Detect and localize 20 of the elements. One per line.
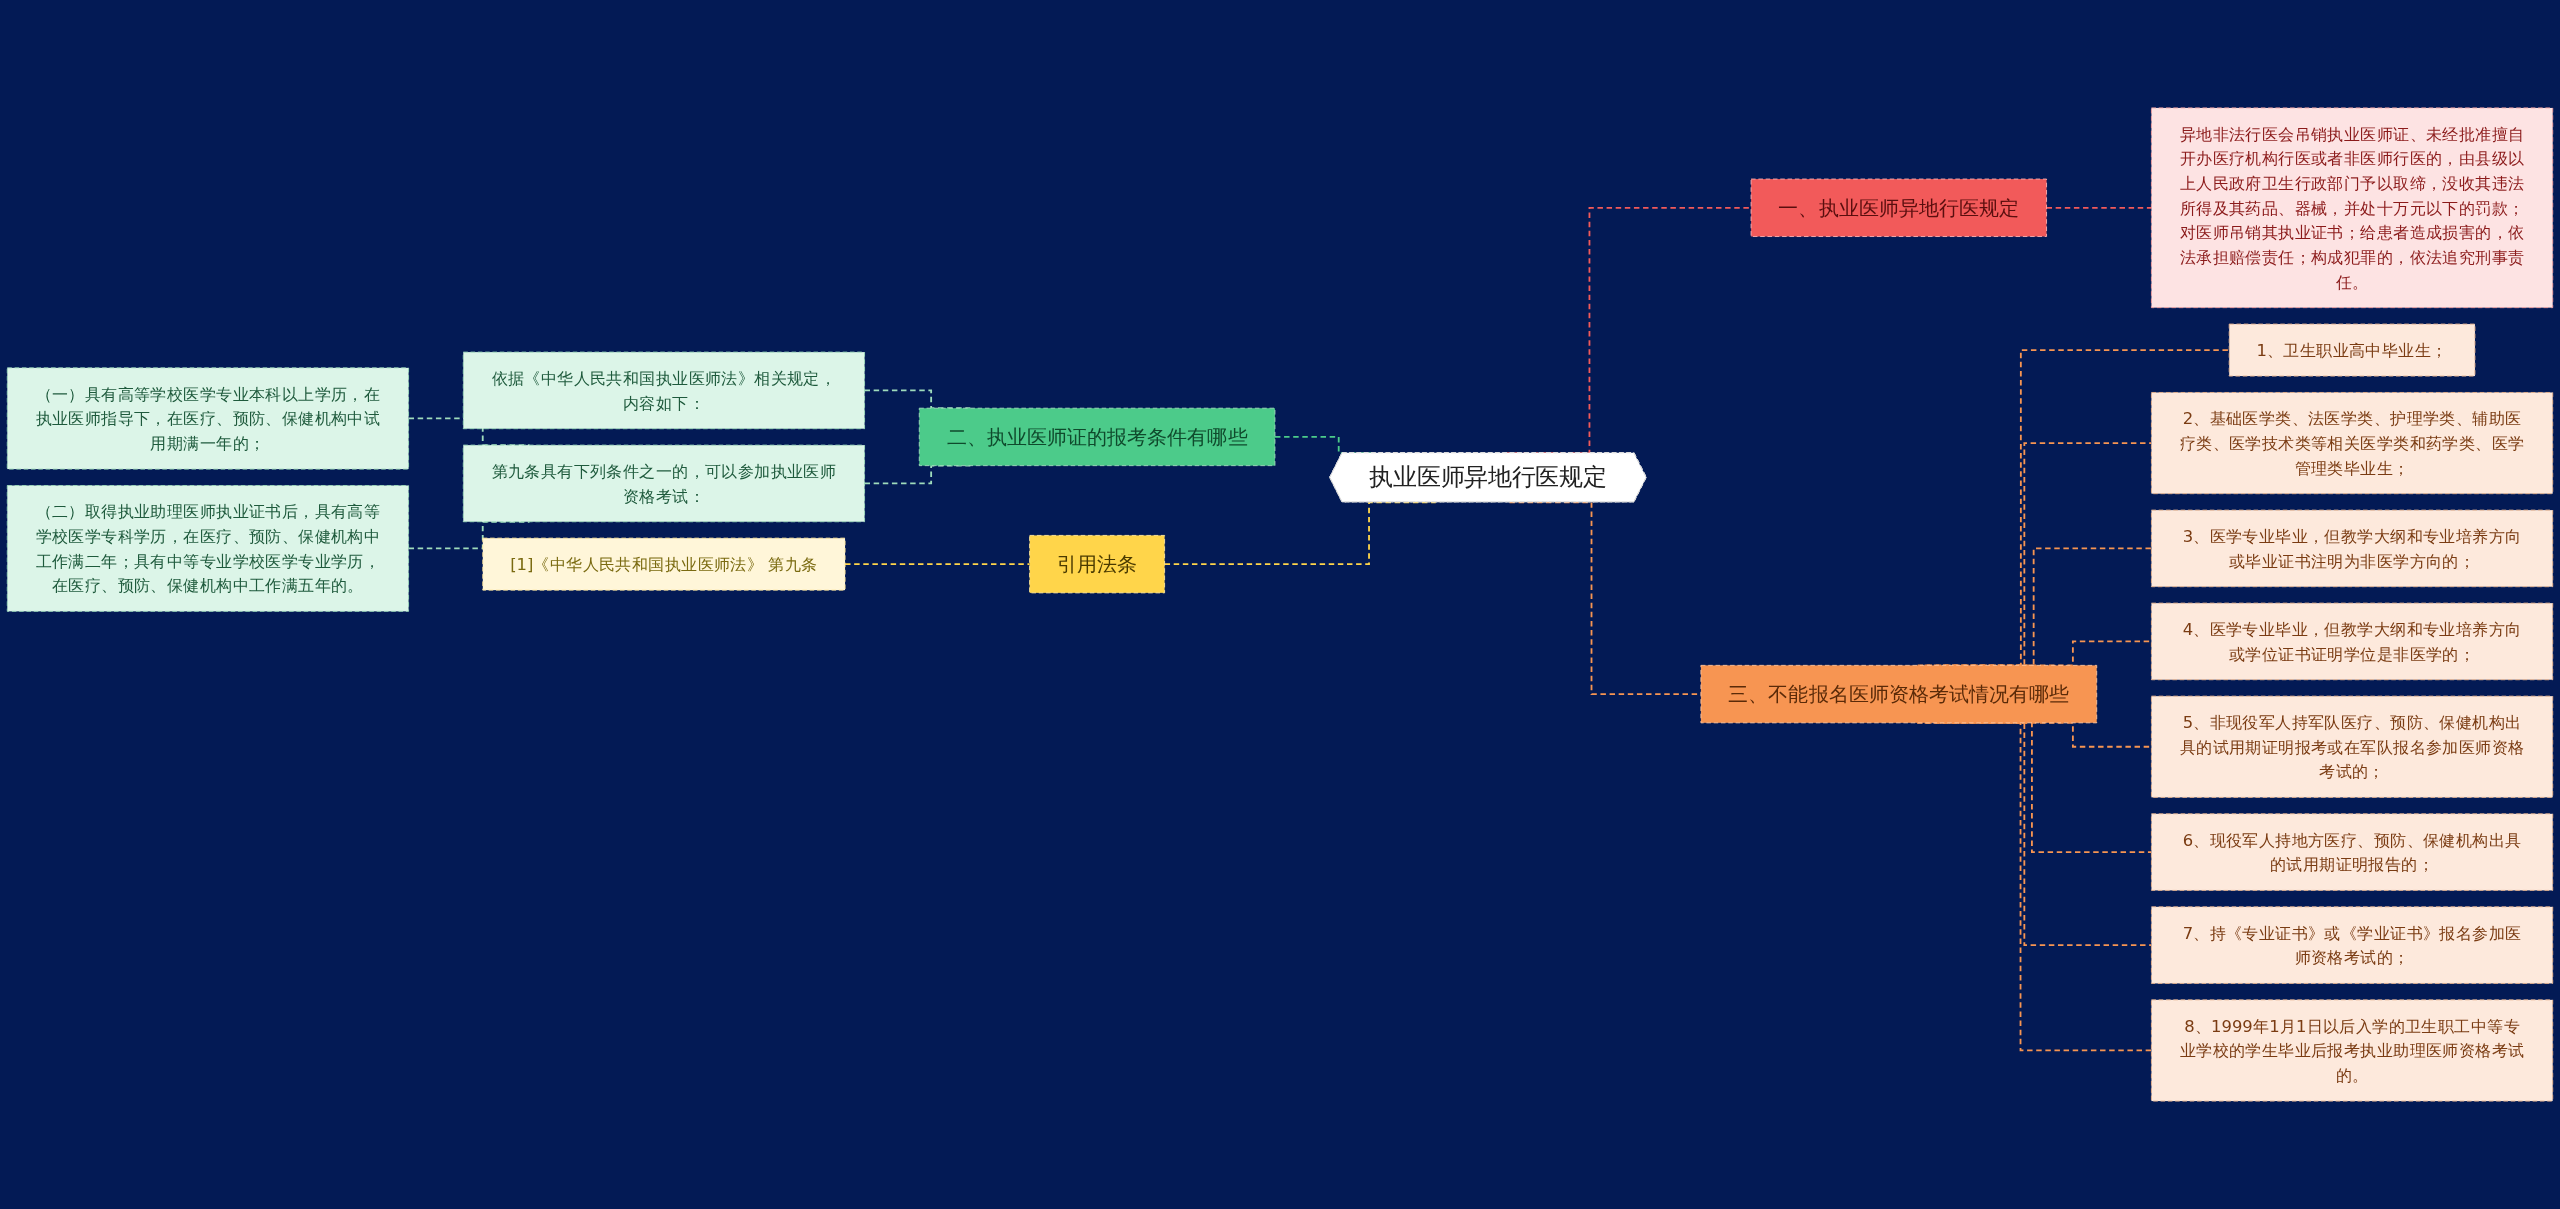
node-box: 一、执业医师异地行医规定 bbox=[1750, 178, 2047, 237]
node-box: 三、不能报名医师资格考试情况有哪些 bbox=[1700, 664, 2098, 724]
node-box: （二）取得执业助理医师执业证书后，具有高等学校医学专科学历，在医疗、预防、保健机构中工作满二年；具有中等专业学校医学专业学历，在医疗、预防、保健机构中工作满五年的。 bbox=[6, 485, 410, 612]
node-box: 2、基础医学类、法医学类、护理学类、辅助医疗类、医学技术类等相关医学类和药学类、医学管理类毕业生； bbox=[2150, 392, 2554, 495]
connector bbox=[2045, 206, 2153, 209]
node-box: [1]《中华人民共和国执业医师法》 第九条 bbox=[482, 537, 846, 591]
node-box: 依据《中华人民共和国执业医师法》相关规定，内容如下： bbox=[462, 351, 865, 430]
node-box: 二、执业医师证的报考条件有哪些 bbox=[918, 407, 1276, 467]
node-box: 1、卫生职业高中毕业生； bbox=[2228, 323, 2476, 377]
node-box: 6、现役军人持地方医疗、预防、保健机构出具的试用期证明报告的； bbox=[2150, 813, 2554, 891]
node-box: 7、持《专业证书》或《学业证书》报名参加医师资格考试的； bbox=[2150, 906, 2554, 984]
node-box: （一）具有高等学校医学专业本科以上学历，在执业医师指导下，在医疗、预防、保健机构中试用期满一年的； bbox=[6, 367, 410, 470]
node-box: 5、非现役军人持军队医疗、预防、保健机构出具的试用期证明报考或在军队报名参加医师资格考试的； bbox=[2150, 695, 2554, 798]
node-box: 第九条具有下列条件之一的，可以参加执业医师资格考试： bbox=[462, 444, 865, 523]
node-box: 引用法条 bbox=[1029, 534, 1166, 594]
node-box: 8、1999年1月1日以后入学的卫生职工中等专业学校的学生毕业后报考执业助理医师资格考试的。 bbox=[2150, 999, 2554, 1102]
node-box: 4、医学专业毕业，但教学大纲和专业培养方向或学位证书证明学位是非医学的； bbox=[2150, 602, 2554, 681]
node-box: 异地非法行医会吊销执业医师证、未经批准擅自开办医疗机构行医或者非医师行医的，由县级以上人民政府卫生行政部门予以取缔，没收其违法所得及其药品、器械，并处十万元以下的罚款；对医师吊销其执业证书；给患者造成损害的，依法承担赔偿责任；构成犯罪的，依法追究刑事责任。 bbox=[2150, 107, 2554, 309]
node-box: 3、医学专业毕业，但教学大纲和专业培养方向或毕业证书注明为非医学方向的； bbox=[2150, 509, 2554, 588]
connector bbox=[844, 563, 1031, 566]
